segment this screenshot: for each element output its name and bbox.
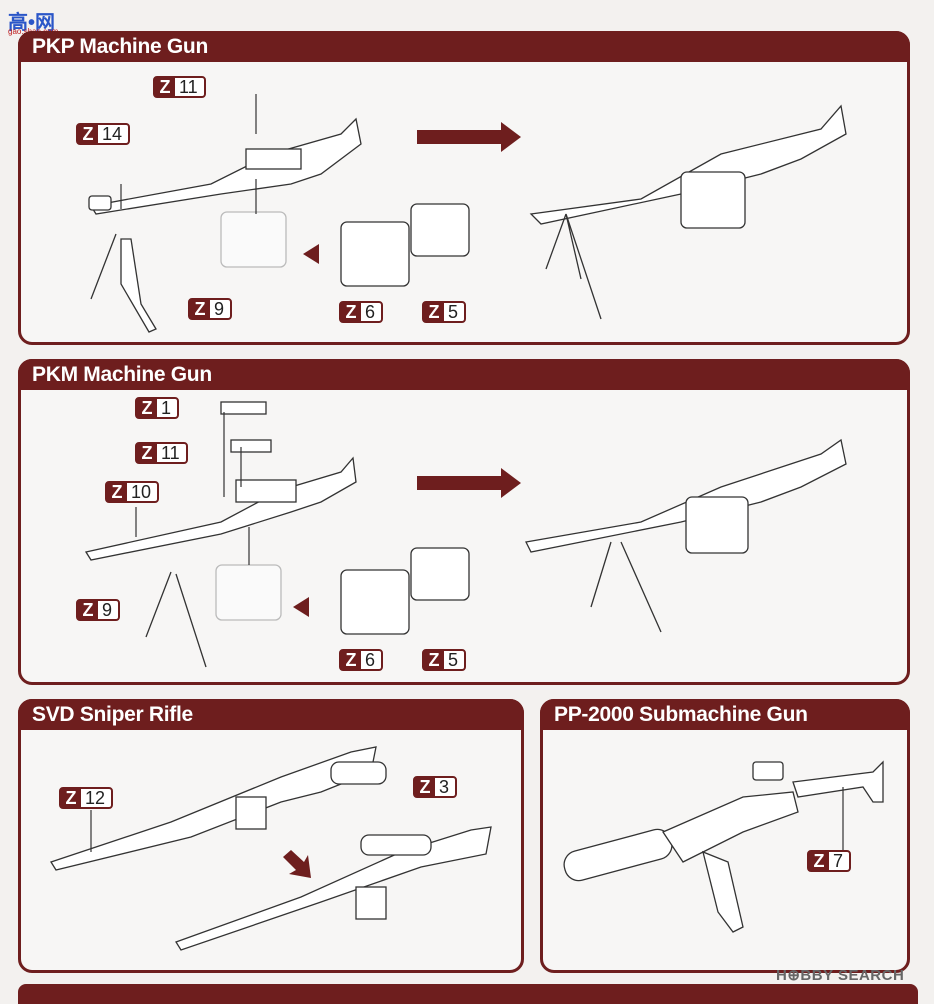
next-section-strip	[18, 984, 918, 1004]
part-letter: Z	[78, 125, 98, 143]
part-number: 5	[448, 302, 459, 322]
part-number: 10	[131, 482, 152, 502]
part-number: 11	[161, 443, 180, 463]
part-letter: Z	[155, 78, 175, 96]
site-logo: 高•网	[8, 12, 56, 34]
part-number: 3	[439, 777, 450, 797]
part-letter: Z	[341, 303, 361, 321]
pkm-title: PKM Machine Gun	[18, 359, 910, 390]
part-letter: Z	[424, 651, 444, 669]
part-letter: Z	[107, 483, 127, 501]
part-letter: Z	[137, 399, 157, 417]
part-letter: Z	[809, 852, 829, 870]
part-letter: Z	[61, 789, 81, 807]
pkp-illustration	[88, 94, 847, 333]
part-number: 11	[179, 77, 198, 97]
pp2000-title: PP-2000 Submachine Gun	[540, 699, 910, 730]
part-letter: Z	[190, 300, 210, 318]
part-number: 9	[214, 299, 225, 319]
part-number: 6	[365, 302, 376, 322]
part-number: 1	[161, 398, 172, 418]
part-letter: Z	[415, 778, 435, 796]
svd-illustration	[50, 746, 492, 951]
part-number: 6	[365, 650, 376, 670]
part-number: 14	[102, 124, 123, 144]
part-number: 5	[448, 650, 459, 670]
pkp-title: PKP Machine Gun	[18, 31, 910, 62]
part-letter: Z	[424, 303, 444, 321]
part-letter: Z	[137, 444, 157, 462]
part-letter: Z	[341, 651, 361, 669]
part-number: 7	[833, 851, 844, 871]
part-number: 9	[102, 600, 113, 620]
pkm-illustration	[84, 401, 847, 668]
pp2000-illustration	[563, 760, 884, 933]
svd-title: SVD Sniper Rifle	[18, 699, 524, 730]
part-number: 12	[85, 788, 106, 808]
watermark-text: H⊕BBY SEARCH	[776, 967, 905, 984]
part-letter: Z	[78, 601, 98, 619]
